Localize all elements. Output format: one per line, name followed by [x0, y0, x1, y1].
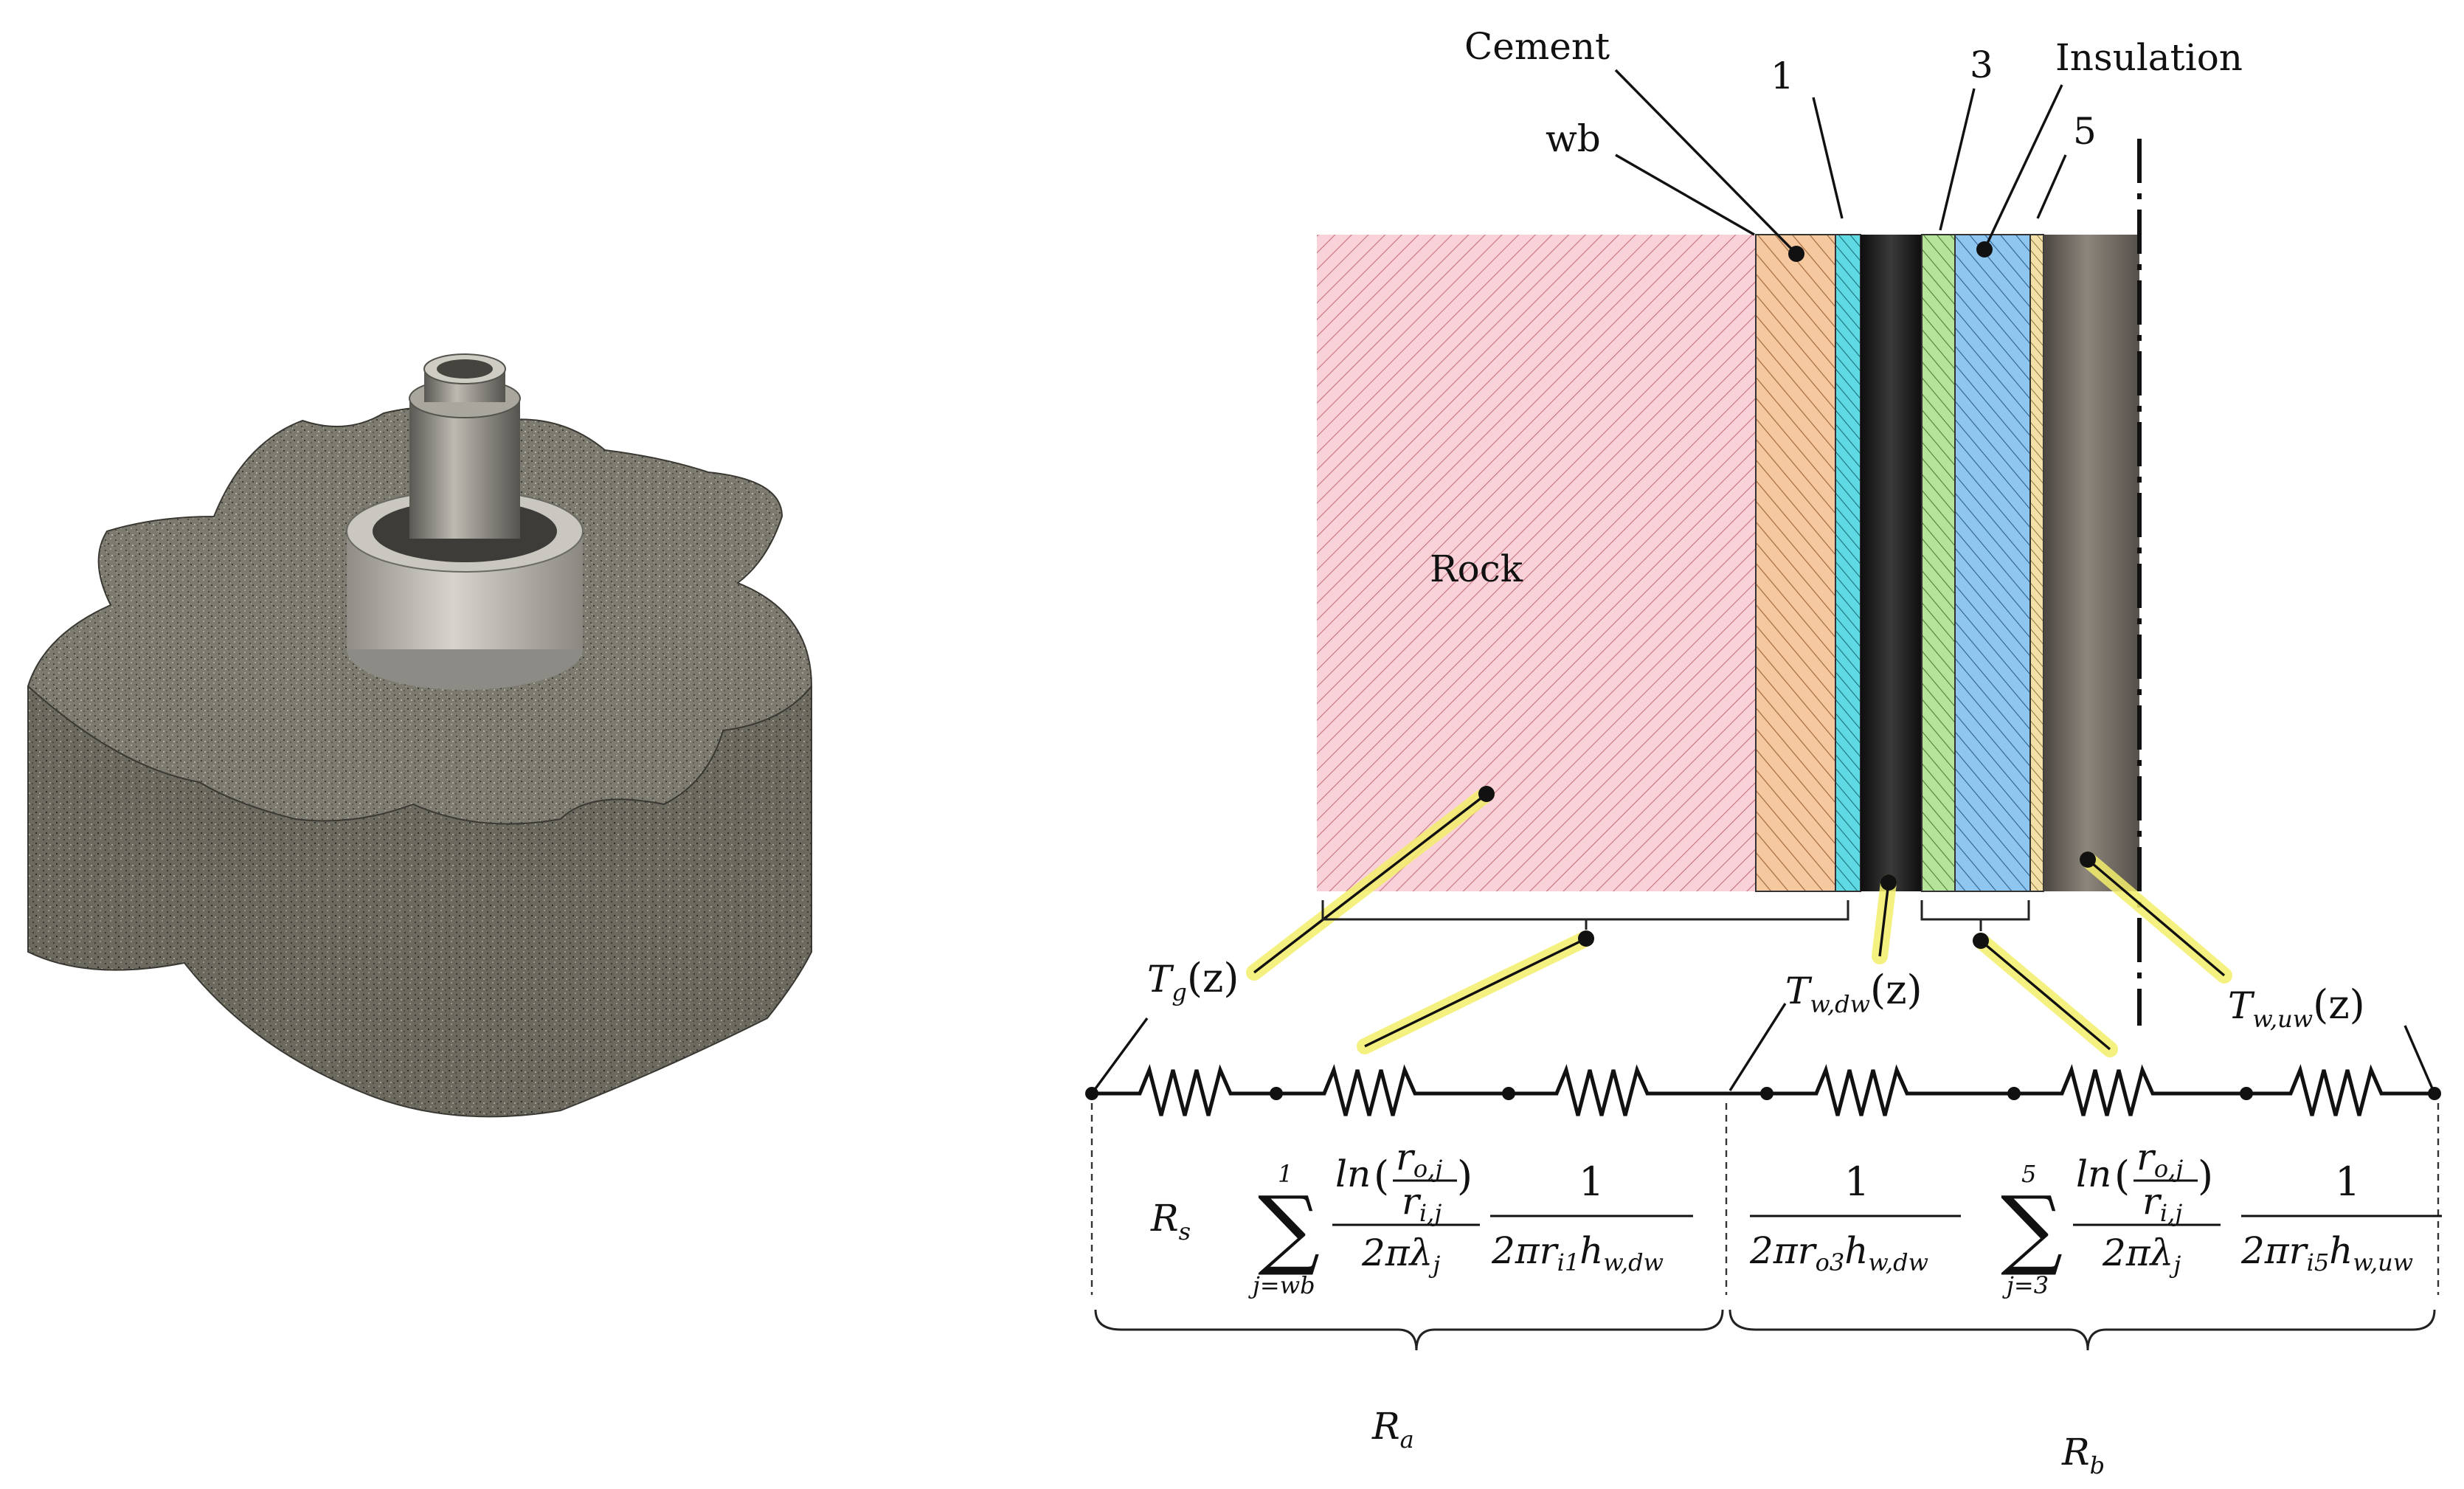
- label-rb: Rb: [2061, 1431, 2105, 1479]
- layer-1: [1835, 234, 1861, 892]
- lead-downward: [1728, 1003, 1787, 1091]
- node-5: [2007, 1087, 2021, 1100]
- formula-conduction-b: 5 ∑ j=3 ln ( ro,j ri,j ) 2πλj: [2001, 1136, 2221, 1299]
- temperature-labels: Tg(z) Tw,dw(z) Tw,uw(z): [1147, 955, 2365, 1033]
- dot-pipe-dw: [1880, 874, 1897, 891]
- leader-wb: [1615, 153, 1755, 236]
- conduction-a-paren-close: ): [1457, 1153, 1472, 1199]
- resistance-network: [1085, 1003, 2441, 1116]
- conduction-a-ri: ri,j: [1402, 1180, 1442, 1227]
- label-layer-5: 5: [2073, 110, 2097, 153]
- layer-cross-section: [1317, 139, 2142, 1026]
- conduction-b-den: 2πλj: [2102, 1231, 2181, 1279]
- layer-3: [1921, 234, 1956, 892]
- lead-ground: [1090, 1017, 1149, 1095]
- conduction-b-ri: ri,j: [2142, 1180, 2182, 1227]
- formula-rs: Rs: [1150, 1197, 1191, 1246]
- layer-5: [2029, 234, 2044, 892]
- conv-3-num: 1: [2335, 1158, 2360, 1205]
- label-layer-3: 3: [1970, 44, 1993, 86]
- formula-conduction-a: 1 ∑ j=wb ln ( ro,j ri,j ) 2πλj: [1248, 1136, 1480, 1299]
- label-layer-1: 1: [1771, 55, 1794, 97]
- conduction-b-paren-open: (: [2114, 1153, 2130, 1199]
- leader-layer-3: [1939, 88, 1976, 231]
- network-separators: [1090, 1103, 2440, 1295]
- conduction-a-paren-open: (: [1374, 1153, 1389, 1199]
- conduction-b-paren-close: ): [2198, 1153, 2213, 1199]
- brace-ra: [1094, 1309, 1724, 1351]
- formula-conv-3: 1 2πri5hw,uw: [2240, 1158, 2442, 1276]
- conduction-b-ro: ro,j: [2136, 1136, 2183, 1183]
- formula-conv-2: 1 2πro3hw,dw: [1749, 1158, 1961, 1276]
- granite-block-model: [27, 353, 813, 1118]
- node-4: [1760, 1087, 1773, 1100]
- label-ra: Ra: [1371, 1405, 1414, 1454]
- conv-2-num: 1: [1844, 1158, 1869, 1205]
- brace-rb: [1728, 1309, 2436, 1351]
- leader-fluid-uw: [2086, 858, 2226, 977]
- label-wb: wb: [1546, 117, 1601, 160]
- temp-downward: Tw,dw(z): [1785, 967, 1923, 1018]
- formula-conv-1: 1 2πri1hw,dw: [1490, 1158, 1693, 1276]
- leader-ra-group: [1364, 937, 1587, 1048]
- sum-a-top: 1: [1278, 1160, 1292, 1188]
- upward-flow: [2043, 235, 2139, 891]
- group-braces: Ra Rb: [1094, 1309, 2436, 1479]
- cement-layer: [1755, 234, 1836, 892]
- conv-1-den: 2πri1hw,dw: [1491, 1229, 1664, 1276]
- leader-rock: [1253, 792, 1488, 974]
- sum-b-sigma: ∑: [2001, 1177, 2063, 1279]
- dot-ra-group: [1578, 930, 1594, 947]
- node-2: [1270, 1087, 1283, 1100]
- conv-3-den: 2πri5hw,uw: [2240, 1229, 2413, 1276]
- sum-a-bottom: j=wb: [1248, 1271, 1315, 1299]
- node-3: [1502, 1087, 1515, 1100]
- node-7: [2428, 1087, 2441, 1100]
- conduction-a-ln: ln: [1335, 1153, 1371, 1195]
- lead-upward: [2404, 1025, 2436, 1094]
- conduction-a-den: 2πλj: [1361, 1231, 1440, 1279]
- sum-b-bottom: j=3: [2002, 1271, 2049, 1299]
- leader-insulation: [1983, 84, 2063, 250]
- steel-tube-bore: [437, 359, 493, 379]
- leader-insulation-dot: [1976, 241, 1993, 258]
- leader-layer-1: [1812, 97, 1844, 219]
- conduction-b-ln: ln: [2076, 1153, 2111, 1195]
- bracket-rb-group: [1920, 900, 2030, 931]
- dot-rb-group: [1973, 933, 1989, 949]
- insulation-layer: [1954, 234, 2031, 892]
- node-1: [1085, 1087, 1098, 1100]
- leader-rb-group: [1979, 939, 2111, 1051]
- steel-tube: [409, 398, 520, 539]
- layer-labels: Cement wb 1 3 Insulation 5 Rock: [1430, 25, 2243, 590]
- label-rock: Rock: [1430, 547, 1523, 590]
- leader-cement: [1614, 69, 1798, 255]
- temp-ground: Tg(z): [1147, 955, 1239, 1006]
- label-cement: Cement: [1464, 25, 1610, 68]
- leader-pipe-dw: [1878, 882, 1890, 957]
- downward-pipe: [1861, 235, 1922, 891]
- conduction-a-ro: ro,j: [1396, 1136, 1442, 1183]
- highlight-leaders: [1246, 786, 2232, 1057]
- leader-cement-dot: [1788, 246, 1804, 262]
- rock-layer: [1317, 235, 1756, 891]
- label-insulation: Insulation: [2055, 36, 2243, 79]
- resistance-formulas: Rs 1 ∑ j=wb ln ( ro,j ri,j ) 2πλj: [1150, 1136, 2442, 1299]
- dot-rock: [1478, 786, 1495, 802]
- conv-2-den: 2πro3hw,dw: [1749, 1229, 1928, 1276]
- sum-a-sigma: ∑: [1258, 1177, 1320, 1279]
- temp-upward: Tw,uw(z): [2228, 981, 2365, 1033]
- dot-fluid-uw: [2080, 851, 2096, 868]
- sum-b-top: 5: [2021, 1160, 2036, 1188]
- leader-layer-5: [2036, 154, 2067, 219]
- node-6: [2240, 1087, 2253, 1100]
- bracket-ra-group: [1321, 900, 1849, 930]
- conv-1-num: 1: [1579, 1158, 1604, 1205]
